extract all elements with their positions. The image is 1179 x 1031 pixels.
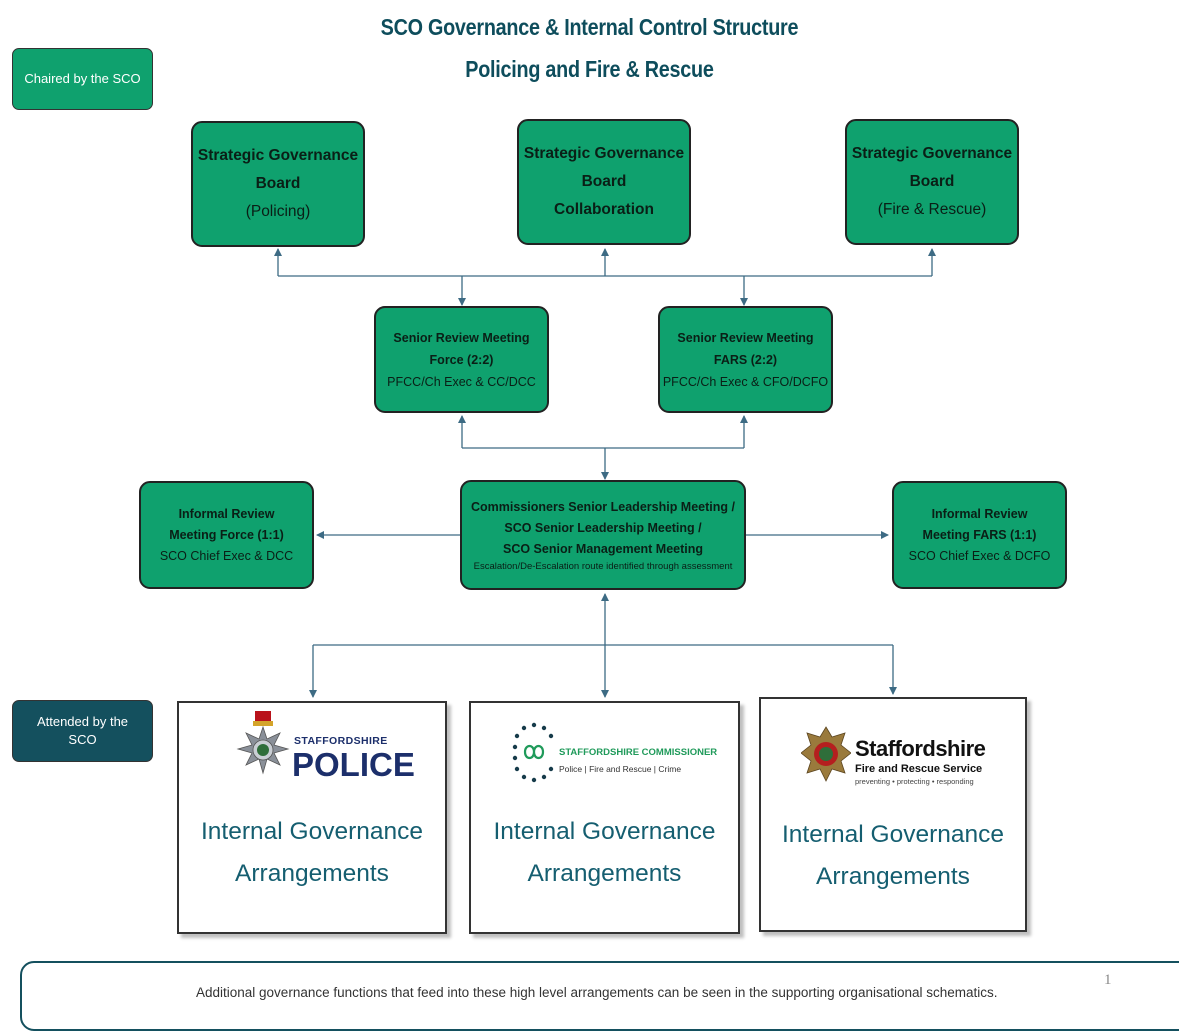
strategic-board-collaboration: Strategic Governance Board Collaboration: [517, 119, 691, 245]
node-line: Senior Review Meeting: [393, 330, 530, 345]
diagram-subtitle: Policing and Fire & Rescue: [465, 56, 714, 82]
node-line: Informal Review: [931, 506, 1028, 521]
node-line: Informal Review: [178, 506, 275, 521]
legend-attended-line1: Attended by the: [36, 714, 129, 730]
commissioner-logo-sub: Police | Fire and Rescue | Crime: [559, 764, 682, 774]
org-caption: Internal Governance Arrangements: [471, 811, 738, 895]
police-logo: STAFFORDSHIRE POLICE: [234, 709, 415, 801]
informal-review-force: Informal Review Meeting Force (1:1) SCO …: [139, 481, 314, 589]
node-line: SCO Senior Leadership Meeting /: [504, 520, 702, 535]
caption-line: Arrangements: [235, 860, 389, 887]
node-line: (Policing): [245, 203, 311, 220]
fire-rescue-logo: Staffordshire Fire and Rescue Service pr…: [801, 725, 1001, 805]
node-line: PFCC/Ch Exec & CC/DCC: [387, 374, 536, 389]
footer-note: Additional governance functions that fee…: [196, 985, 998, 1000]
node-line: Senior Review Meeting: [677, 330, 814, 345]
caption-line: Internal Governance: [782, 821, 1004, 848]
node-line: Strategic Governance: [523, 145, 685, 162]
strategic-board-fire-rescue: Strategic Governance Board (Fire & Rescu…: [845, 119, 1019, 245]
fire-rescue-logo-sub: Fire and Rescue Service: [855, 763, 983, 775]
node-line: Commissioners Senior Leadership Meeting …: [471, 499, 735, 514]
node-line: Force (2:2): [429, 352, 494, 367]
fire-rescue-crest-icon: [801, 726, 851, 782]
legend-attended-label: Attended by the SCO: [37, 713, 128, 748]
caption-line: Arrangements: [527, 860, 682, 887]
node-line: Collaboration: [554, 201, 654, 218]
caption-line: Arrangements: [816, 863, 970, 890]
node-line: SCO Senior Management Meeting: [502, 541, 704, 556]
node-line: Strategic Governance: [197, 147, 359, 164]
node-line: Board: [909, 173, 955, 190]
node-line: Meeting Force (1:1): [169, 527, 284, 542]
page-number: 1: [1104, 972, 1112, 988]
legend-attended-line2: SCO: [68, 732, 97, 747]
police-crest-icon: [236, 711, 290, 775]
commissioners-leadership-meeting: Commissioners Senior Leadership Meeting …: [460, 480, 746, 590]
senior-review-fars: Senior Review Meeting FARS (2:2) PFCC/Ch…: [658, 306, 833, 413]
node-line: Board: [255, 175, 301, 192]
legend-chaired: Chaired by the SCO: [12, 48, 153, 110]
org-caption: Internal Governance Arrangements: [179, 811, 445, 895]
node-line: FARS (2:2): [713, 352, 778, 367]
police-logo-top: STAFFORDSHIRE: [294, 735, 388, 747]
commissioner-logo-icon: [512, 722, 554, 783]
node-line-small: Escalation/De-Escalation route identifie…: [473, 560, 733, 572]
caption-line: Internal Governance: [493, 818, 716, 845]
org-caption: Internal Governance Arrangements: [761, 814, 1025, 898]
org-box-fire-rescue: Staffordshire Fire and Rescue Service pr…: [759, 697, 1027, 932]
diagram-title: SCO Governance & Internal Control Struct…: [380, 14, 799, 40]
commissioner-logo-top: STAFFORDSHIRE COMMISSIONER: [559, 747, 718, 758]
node-line: (Fire & Rescue): [877, 201, 987, 218]
fire-rescue-logo-tag: preventing • protecting • responding: [855, 777, 974, 786]
node-line: PFCC/Ch Exec & CFO/DCFO: [662, 374, 829, 389]
node-line: SCO Chief Exec & DCFO: [908, 548, 1051, 563]
org-box-police: STAFFORDSHIRE POLICE Internal Governance…: [177, 701, 447, 934]
police-logo-main: POLICE: [292, 746, 415, 783]
strategic-board-policing: Strategic Governance Board (Policing): [191, 121, 365, 247]
senior-review-force: Senior Review Meeting Force (2:2) PFCC/C…: [374, 306, 549, 413]
node-line: Meeting FARS (1:1): [922, 527, 1037, 542]
node-line: Board: [581, 173, 627, 190]
org-box-commissioner: STAFFORDSHIRE COMMISSIONER Police | Fire…: [469, 701, 740, 934]
caption-line: Internal Governance: [201, 818, 423, 845]
commissioner-logo: STAFFORDSHIRE COMMISSIONER Police | Fire…: [511, 719, 717, 799]
informal-review-fars: Informal Review Meeting FARS (1:1) SCO C…: [892, 481, 1067, 589]
legend-attended: Attended by the SCO: [12, 700, 153, 762]
fire-rescue-logo-main: Staffordshire: [855, 736, 986, 761]
node-line: Strategic Governance: [851, 145, 1013, 162]
legend-chaired-label: Chaired by the SCO: [24, 71, 141, 87]
node-line: SCO Chief Exec & DCC: [159, 548, 294, 563]
